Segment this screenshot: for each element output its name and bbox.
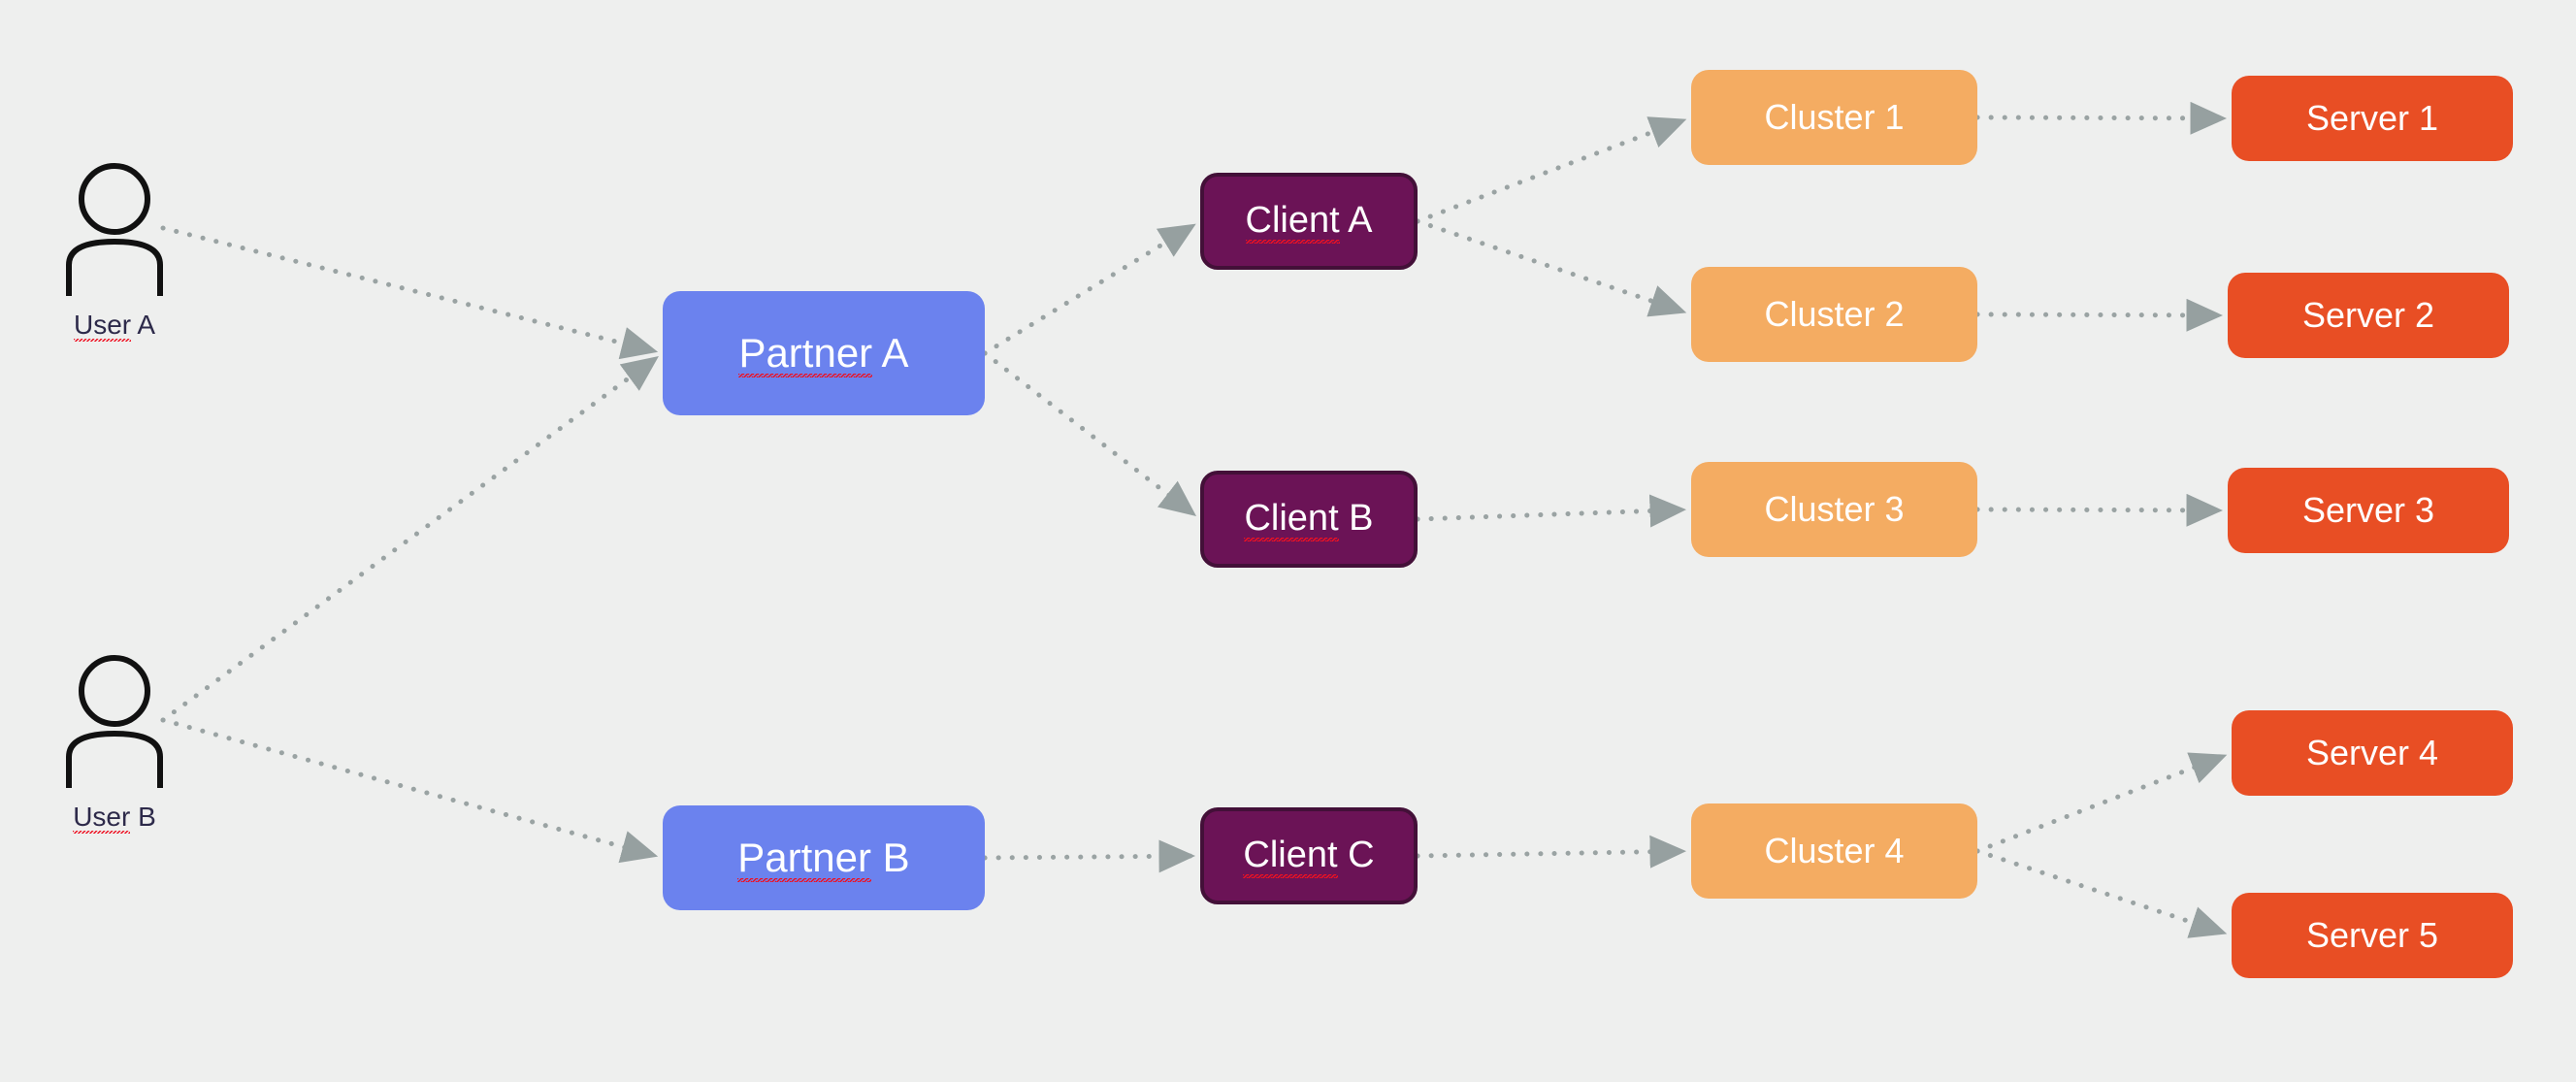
user-label-misspelled: User — [73, 310, 132, 342]
node-label: Server 4 — [2305, 733, 2439, 773]
node-label: Cluster 4 — [1764, 831, 1905, 871]
node-client-a[interactable]: Client A — [1200, 173, 1418, 270]
edge-cluster-4-to-server-4 — [1974, 752, 2228, 854]
user-label-misspelled: User — [73, 802, 131, 834]
node-server-1[interactable]: Server 1 — [2232, 76, 2513, 161]
node-server-4[interactable]: Server 4 — [2232, 710, 2513, 796]
node-label: Cluster 3 — [1764, 489, 1905, 530]
node-client-c[interactable]: Client C — [1200, 807, 1418, 904]
user-node-a[interactable]: User A — [37, 160, 192, 342]
node-partner-b[interactable]: Partner B — [663, 805, 985, 910]
node-label: Cluster 1 — [1764, 97, 1905, 138]
node-label: Server 1 — [2305, 98, 2439, 139]
node-cluster-1[interactable]: Cluster 1 — [1691, 70, 1977, 165]
edge-cluster-1-to-server-1 — [1974, 101, 2227, 135]
user-label: User A — [37, 310, 192, 342]
node-cluster-2[interactable]: Cluster 2 — [1691, 267, 1977, 362]
node-cluster-4[interactable]: Cluster 4 — [1691, 803, 1977, 899]
node-label: Client A — [1245, 200, 1373, 244]
edge-partner-b-to-client-c — [982, 839, 1196, 873]
edge-partner-a-to-client-a — [982, 223, 1196, 356]
user-node-b[interactable]: User B — [37, 652, 192, 834]
node-label-rest: B — [871, 834, 910, 880]
user-label-rest: B — [130, 802, 156, 832]
user-avatar-icon — [66, 163, 163, 296]
edge-client-a-to-cluster-1 — [1415, 116, 1687, 224]
node-label: Server 3 — [2301, 490, 2435, 531]
node-label-misspelled: Partner — [738, 329, 873, 378]
node-label: Partner A — [738, 329, 909, 378]
node-label-misspelled: Client — [1244, 498, 1339, 541]
node-server-5[interactable]: Server 5 — [2232, 893, 2513, 978]
node-server-2[interactable]: Server 2 — [2228, 273, 2509, 358]
edge-user-b-to-partner-a — [160, 355, 659, 723]
node-label-misspelled: Client — [1243, 835, 1338, 878]
node-label: Cluster 2 — [1764, 294, 1905, 335]
user-label: User B — [37, 802, 192, 834]
node-label-rest: A — [872, 329, 909, 376]
node-label: Server 5 — [2305, 915, 2439, 956]
node-partner-a[interactable]: Partner A — [663, 291, 985, 415]
edge-partner-a-to-client-b — [982, 350, 1197, 516]
edge-user-a-to-partner-a — [160, 225, 659, 360]
node-label-misspelled: Client — [1245, 200, 1340, 244]
node-label: Server 2 — [2301, 295, 2435, 336]
edge-cluster-4-to-server-5 — [1974, 848, 2228, 938]
node-label-rest: B — [1338, 498, 1374, 540]
node-server-3[interactable]: Server 3 — [2228, 468, 2509, 553]
node-cluster-3[interactable]: Cluster 3 — [1691, 462, 1977, 557]
edge-client-c-to-cluster-4 — [1415, 835, 1687, 869]
edge-user-b-to-partner-b — [160, 717, 659, 864]
user-avatar-icon — [66, 655, 163, 788]
edge-cluster-2-to-server-2 — [1974, 298, 2223, 332]
node-label-rest: C — [1337, 835, 1375, 876]
edge-cluster-3-to-server-3 — [1974, 493, 2223, 527]
user-label-rest: A — [131, 310, 156, 340]
node-label: Client B — [1244, 498, 1374, 541]
node-label: Partner B — [737, 834, 910, 883]
edge-client-b-to-cluster-3 — [1415, 494, 1687, 528]
node-client-b[interactable]: Client B — [1200, 471, 1418, 568]
edge-client-a-to-cluster-2 — [1415, 218, 1687, 317]
node-label: Client C — [1243, 835, 1375, 878]
node-label-misspelled: Partner — [737, 834, 872, 883]
node-label-rest: A — [1339, 200, 1373, 242]
